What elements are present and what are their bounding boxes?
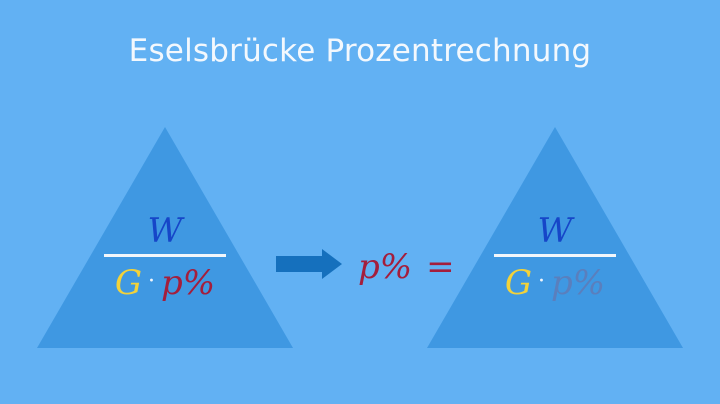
left-denominator-g: G xyxy=(114,263,143,303)
right-triangle xyxy=(427,127,683,348)
left-denominator-p-percent: p% xyxy=(161,263,216,303)
left-fraction: W G·p% xyxy=(65,212,265,302)
right-numerator-w: W xyxy=(537,211,573,251)
right-fraction-bar xyxy=(494,254,616,257)
left-denominator: G·p% xyxy=(65,263,265,302)
arrow-right-icon xyxy=(276,249,342,279)
right-multiply-dot: · xyxy=(538,269,546,294)
right-denominator-p-percent-faded: p% xyxy=(551,263,606,303)
page-title: Eselsbrücke Prozentrechnung xyxy=(128,33,592,69)
right-fraction: W G·p% xyxy=(455,212,655,302)
left-multiply-dot: · xyxy=(148,269,156,294)
left-numerator-w: W xyxy=(147,211,183,251)
left-fraction-bar xyxy=(104,254,226,257)
equals-sign: = xyxy=(426,247,455,287)
lhs-p-percent: p% xyxy=(358,247,413,287)
right-denominator: G·p% xyxy=(455,263,655,302)
left-triangle xyxy=(37,127,293,348)
right-denominator-g: G xyxy=(504,263,533,303)
equation-lhs: p% = xyxy=(358,247,455,287)
